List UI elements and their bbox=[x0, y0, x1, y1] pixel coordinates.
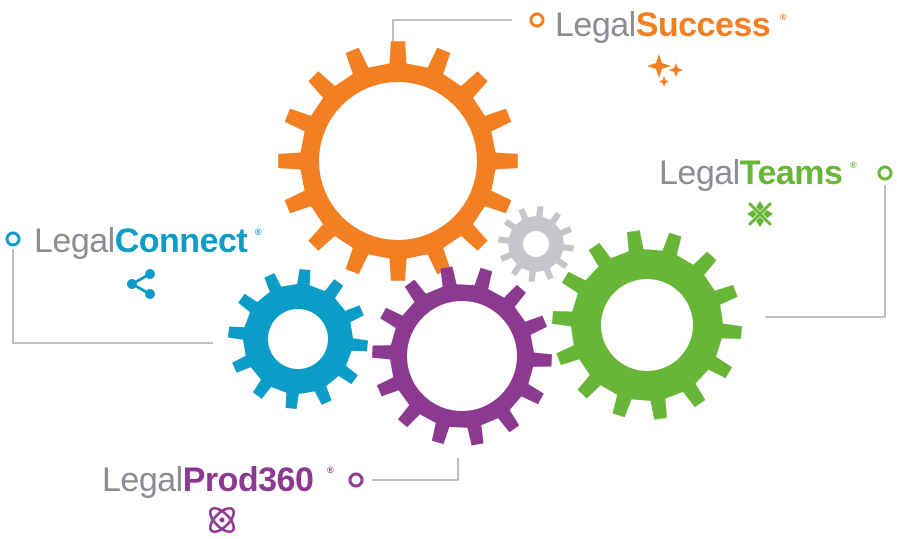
registered-mark: ® bbox=[255, 227, 262, 237]
gear-purple bbox=[372, 266, 552, 446]
connector-success bbox=[392, 19, 512, 42]
connector-teams bbox=[765, 185, 886, 318]
gear-blue bbox=[228, 269, 368, 409]
registered-mark: ® bbox=[327, 465, 334, 475]
ring-teams bbox=[877, 165, 893, 181]
ring-success bbox=[529, 12, 545, 28]
ring-connect bbox=[5, 231, 21, 247]
gear-gray bbox=[498, 206, 574, 282]
connector-lines bbox=[12, 19, 886, 481]
connector-prod360 bbox=[372, 458, 459, 481]
product-label-prod360: LegalProd360 bbox=[102, 461, 313, 499]
sparkle-icon bbox=[647, 54, 683, 87]
product-label-success: LegalSuccess bbox=[555, 6, 770, 44]
gear-orange bbox=[278, 41, 518, 281]
registered-mark: ® bbox=[850, 160, 857, 170]
gear-green bbox=[552, 230, 742, 420]
connector-rings bbox=[5, 12, 893, 488]
product-legal-prod360: LegalProd360 ® bbox=[102, 461, 334, 534]
product-legal-teams: LegalTeams ® bbox=[659, 154, 857, 227]
share-icon bbox=[127, 269, 155, 299]
gears bbox=[228, 41, 742, 446]
ring-prod360 bbox=[348, 472, 364, 488]
team-icon bbox=[747, 201, 773, 227]
atom-icon bbox=[208, 506, 236, 534]
product-label-connect: LegalConnect bbox=[34, 222, 247, 260]
connector-connect bbox=[12, 249, 213, 344]
product-label-teams: LegalTeams bbox=[659, 154, 842, 192]
registered-mark: ® bbox=[780, 12, 787, 22]
product-legal-success: LegalSuccess ® bbox=[555, 6, 787, 87]
product-legal-connect: LegalConnect ® bbox=[34, 222, 262, 299]
